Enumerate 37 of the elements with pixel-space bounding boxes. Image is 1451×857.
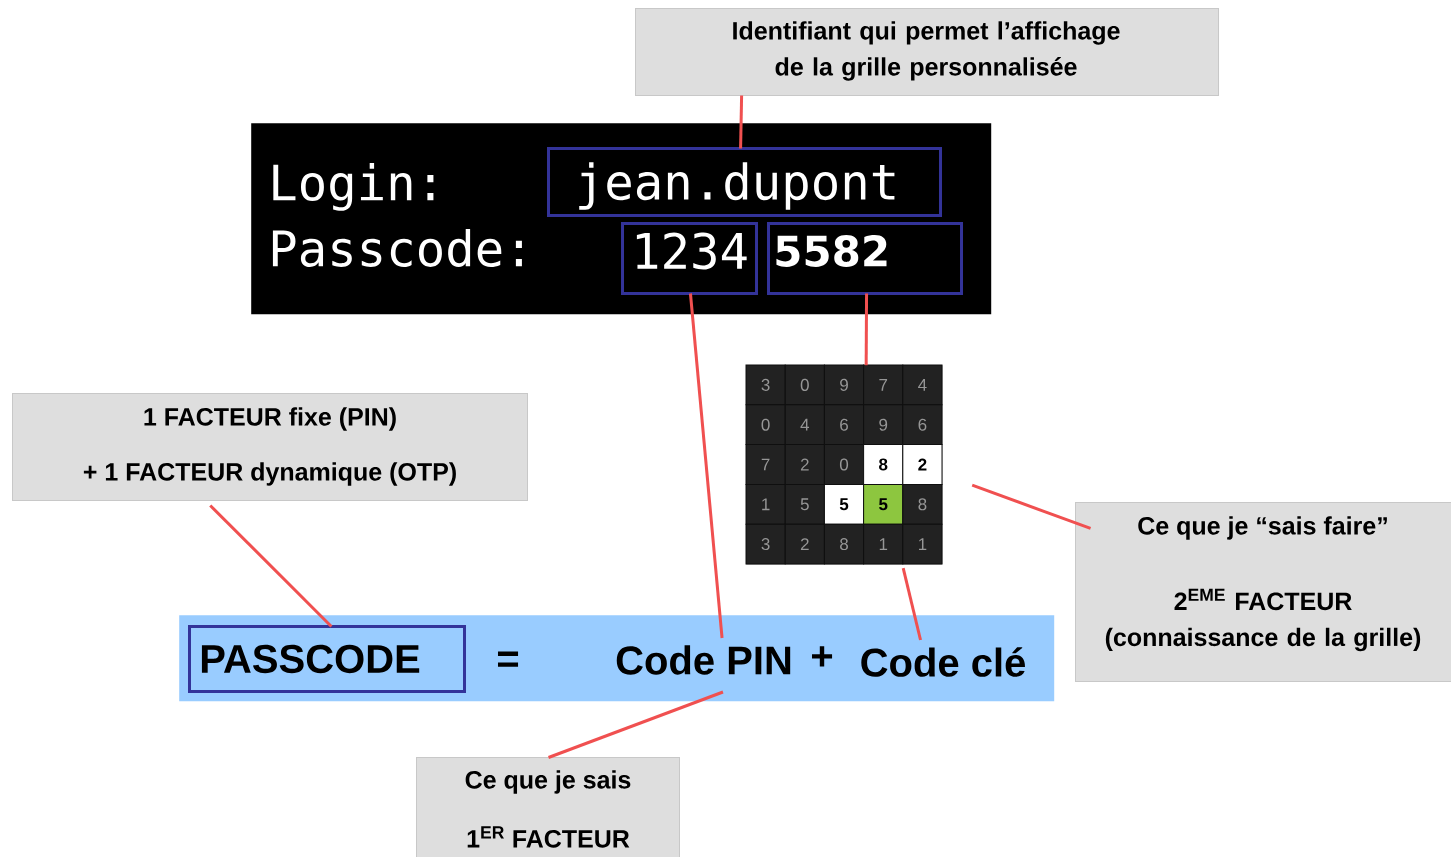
grid-cell: 0 (784, 364, 825, 406)
key-code-field: 5582 (767, 222, 963, 295)
callout-box: Ce que je sais 1$^{ER}$ FACTEUR (416, 757, 680, 857)
leader-line (688, 293, 724, 639)
grid-cell: 1 (902, 523, 943, 565)
grid-cell: 3 (745, 523, 786, 565)
leader-line (548, 690, 724, 759)
leader-line (739, 95, 744, 149)
grid-cell: 5 (823, 483, 865, 525)
callout-box: Ce que je “sais faire” 2$^{EME}$ FACTEUR (connaissance de la grille) (1075, 502, 1451, 682)
grid-cell: 6 (902, 404, 943, 446)
grid-cell: 2 (784, 523, 825, 565)
grid-cell: 4 (902, 364, 943, 406)
login-field: jean.dupont (547, 147, 942, 217)
leader-line (209, 504, 333, 628)
leader-line (901, 567, 922, 641)
grid-cell: 8 (863, 444, 904, 485)
grid-cell: 9 (823, 364, 865, 406)
grid-cell: 4 (784, 404, 825, 446)
grid-cell: 7 (863, 364, 904, 406)
formula-text: Code clé (861, 647, 1025, 677)
leader-line (971, 483, 1092, 530)
grid-cell: 2 (902, 444, 943, 485)
grid-cell: 3 (745, 364, 786, 406)
grid-cell: 0 (745, 404, 786, 446)
pin-field: 1234 (621, 222, 758, 295)
grid-cell: 8 (902, 483, 943, 525)
grid-cell: 8 (823, 523, 865, 565)
formula-text: Code PIN (616, 645, 791, 675)
grid-cell: 5 (863, 483, 904, 525)
passcode-box: PASSCODE (188, 625, 466, 693)
callout-box: 1 FACTEUR fixe (PIN) + 1 FACTEUR dynamique (OTP) (12, 393, 528, 501)
callout-box: Identifiant qui permet l’affichage de la grille personnalisée (635, 8, 1219, 96)
grid-cell: 1 (745, 483, 786, 525)
grid-cell: 1 (863, 523, 904, 565)
leader-line (864, 293, 869, 366)
grid-cell: 7 (745, 444, 786, 485)
